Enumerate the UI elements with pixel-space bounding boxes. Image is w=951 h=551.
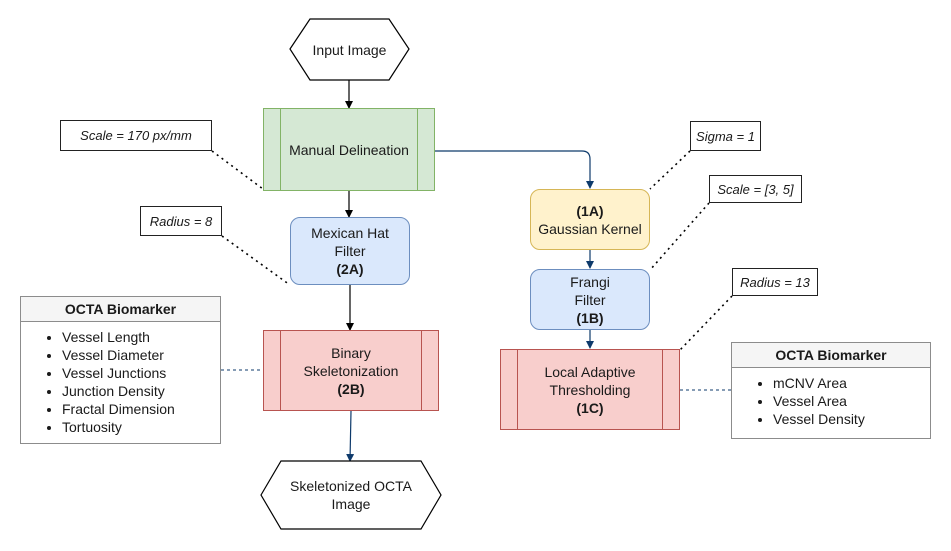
input-image-label: Input Image bbox=[290, 19, 409, 80]
binary-skeleton-code: (2B) bbox=[337, 380, 365, 397]
mexican-hat-filter-box: Mexican Hat Filter (2A) bbox=[290, 217, 410, 285]
note-link-radius-8 bbox=[221, 235, 291, 286]
local-adaptive-line1: Local Adaptive bbox=[544, 363, 636, 380]
local-adaptive-code: (1C) bbox=[576, 399, 604, 416]
biomarker-item: Vessel Length bbox=[62, 328, 220, 346]
input-image-hexagon bbox=[289, 18, 410, 81]
note-link-radius-13 bbox=[679, 295, 733, 351]
biomarker-item: Tortuosity bbox=[62, 418, 220, 436]
mexican-hat-line2: Filter bbox=[334, 243, 366, 259]
note-radius-8: Radius = 8 bbox=[140, 206, 222, 236]
gaussian-kernel-line1: Gaussian Kernel bbox=[538, 220, 642, 237]
mexican-hat-code: (2A) bbox=[336, 261, 364, 277]
note-scale-range-text: Scale = [3, 5] bbox=[717, 181, 794, 197]
note-link-scale-px bbox=[211, 150, 264, 190]
input-image-text: Input Image bbox=[312, 41, 387, 58]
manual-delineation-text: Manual Delineation bbox=[289, 141, 409, 158]
skeletonized-output-line2: Image bbox=[331, 496, 371, 512]
binary-skeleton-line1: Binary bbox=[331, 344, 371, 361]
biomarker-item: Vessel Junctions bbox=[62, 364, 220, 382]
frangi-filter-box: Frangi Filter (1B) bbox=[530, 269, 650, 330]
biomarker-panel-left: OCTA Biomarker Vessel Length Vessel Diam… bbox=[20, 296, 221, 444]
edge-skeletonization-to-output bbox=[346, 410, 355, 462]
biomarker-list-left: Vessel Length Vessel Diameter Vessel Jun… bbox=[21, 328, 220, 436]
note-radius-13: Radius = 13 bbox=[732, 268, 818, 296]
biomarker-panel-left-title: OCTA Biomarker bbox=[21, 297, 220, 322]
biomarker-panel-right-title: OCTA Biomarker bbox=[732, 343, 930, 368]
frangi-line1: Frangi bbox=[570, 273, 610, 290]
note-scale-range: Scale = [3, 5] bbox=[709, 175, 802, 203]
note-radius-8-text: Radius = 8 bbox=[149, 213, 213, 229]
frangi-line2: Filter bbox=[574, 291, 606, 308]
skeletonized-output-line1: Skeletonized OCTA bbox=[290, 478, 412, 494]
biomarker-panel-right: OCTA Biomarker mCNV Area Vessel Area Ves… bbox=[731, 342, 931, 439]
binary-skeleton-line2: Skeletonization bbox=[303, 362, 399, 379]
biomarker-item: Vessel Area bbox=[773, 392, 930, 410]
note-radius-13-text: Radius = 13 bbox=[740, 274, 810, 290]
biomarker-list-right: mCNV Area Vessel Area Vessel Density bbox=[732, 374, 930, 428]
biomarker-item: Vessel Diameter bbox=[62, 346, 220, 364]
skeletonized-output-hexagon bbox=[260, 460, 442, 530]
note-link-scale-range bbox=[649, 202, 710, 271]
edge-delineation-to-gaussian bbox=[435, 150, 594, 189]
biomarker-item: Vessel Density bbox=[773, 410, 930, 428]
note-scale-px: Scale = 170 px/mm bbox=[60, 120, 212, 151]
binary-skeletonization-box: Binary Skeletonization (2B) bbox=[263, 330, 439, 411]
note-sigma: Sigma = 1 bbox=[690, 121, 761, 151]
manual-delineation-box: Manual Delineation bbox=[263, 108, 435, 191]
local-adaptive-thresholding-box: Local Adaptive Thresholding (1C) bbox=[500, 349, 680, 430]
frangi-code: (1B) bbox=[576, 309, 604, 326]
skeletonized-output-label: Skeletonized OCTA Image bbox=[261, 461, 441, 529]
biomarker-item: mCNV Area bbox=[773, 374, 930, 392]
biomarker-item: Junction Density bbox=[62, 382, 220, 400]
local-adaptive-line2: Thresholding bbox=[549, 381, 631, 398]
gaussian-kernel-box: (1A) Gaussian Kernel bbox=[530, 189, 650, 250]
gaussian-kernel-code: (1A) bbox=[576, 202, 604, 219]
note-link-sigma bbox=[649, 150, 691, 190]
note-sigma-text: Sigma = 1 bbox=[696, 128, 755, 144]
mexican-hat-line1: Mexican Hat bbox=[311, 225, 389, 241]
biomarker-item: Fractal Dimension bbox=[62, 400, 220, 418]
note-scale-px-text: Scale = 170 px/mm bbox=[80, 128, 192, 143]
